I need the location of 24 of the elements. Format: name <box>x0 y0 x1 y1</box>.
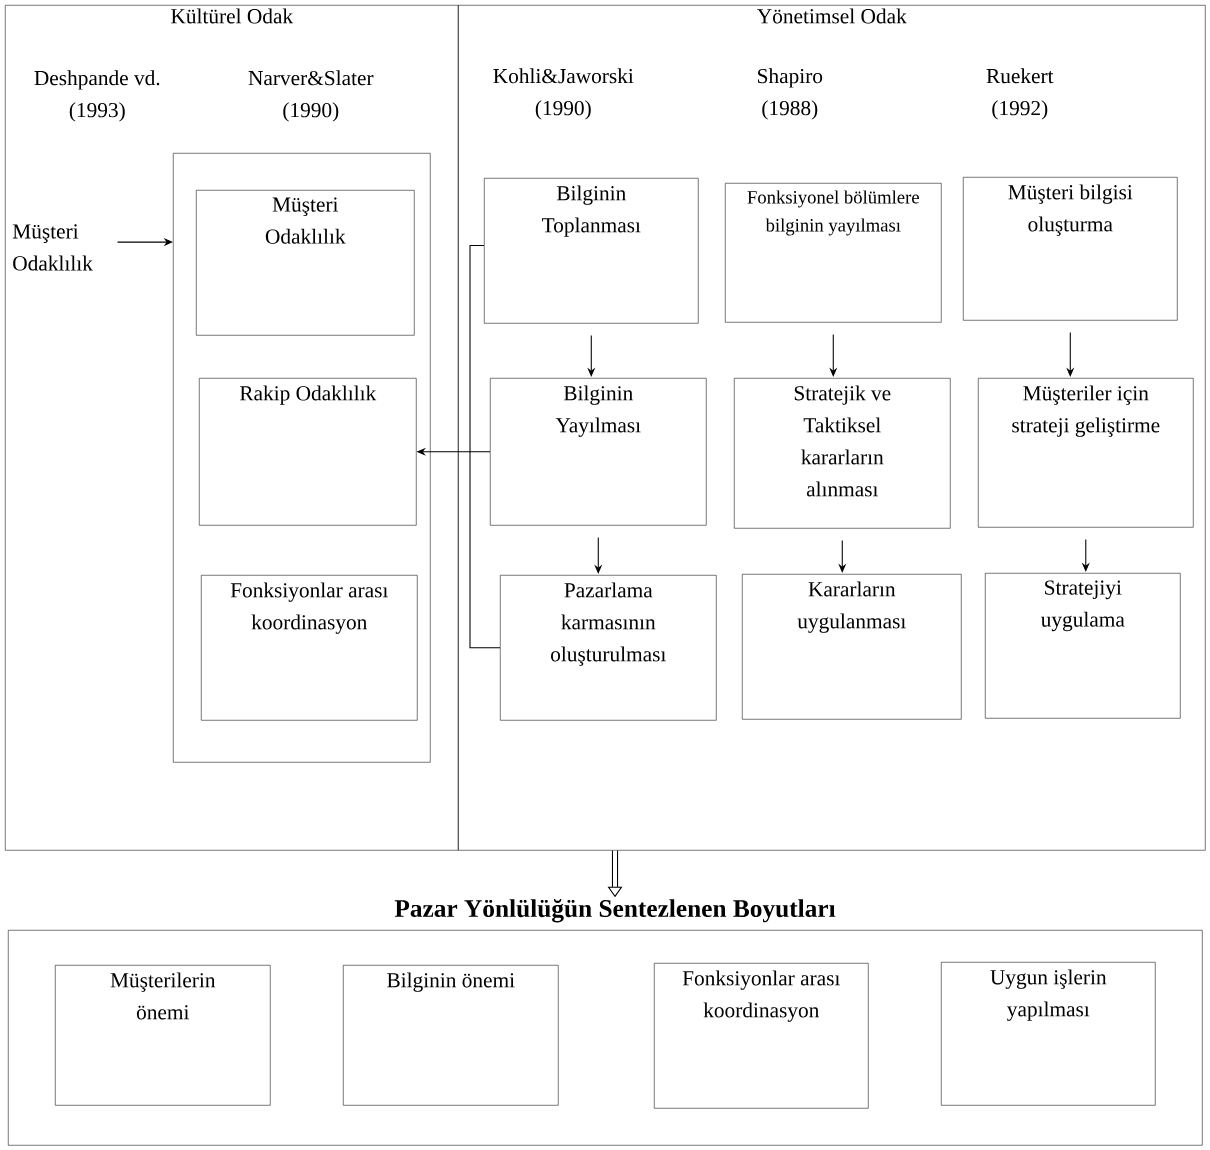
process-box: Stratejik ve Taktiksel kararların alınması <box>734 378 951 529</box>
process-box: Rakip Odaklılık <box>199 378 417 526</box>
author-label: Shapiro (1988) <box>758 68 823 120</box>
process-box: Müşteri Odaklılık <box>196 190 415 336</box>
process-box: Bilginin Yayılması <box>490 378 707 526</box>
process-box: Kararların uygulanması <box>742 574 962 720</box>
process-box: Bilginin önemi <box>343 965 559 1106</box>
process-box: Uygun işlerin yapılması <box>941 962 1156 1106</box>
process-box: Bilginin Toplanması <box>484 178 699 324</box>
process-box: Fonksiyonlar arası koordinasyon <box>654 963 869 1109</box>
process-box: Müşteri bilgisi oluşturma <box>963 177 1178 321</box>
group-box <box>173 153 431 763</box>
process-box: Müşteriler için strateji geliştirme <box>978 378 1194 528</box>
author-label: Ruekert (1992) <box>986 68 1054 120</box>
author-label: Kohli&Jaworski (1990) <box>493 68 634 120</box>
process-box: Müşterilerin önemi <box>55 965 271 1106</box>
side-label: Müşteri Odaklılık <box>12 224 93 271</box>
process-box: Fonksiyonlar arası koordinasyon <box>201 575 418 721</box>
author-label: Deshpande vd. (1993) <box>34 70 160 122</box>
process-box: Stratejiyi uygulama <box>985 573 1181 719</box>
node-label: Pazar Yönlülüğün Sentezlenen Boyutları <box>394 898 836 923</box>
process-box: Pazarlama karmasının oluşturulması <box>500 575 717 721</box>
author-label: Narver&Slater (1990) <box>248 70 374 122</box>
process-box: Fonksiyonel bölümlere bilginin yayılması <box>725 183 942 323</box>
